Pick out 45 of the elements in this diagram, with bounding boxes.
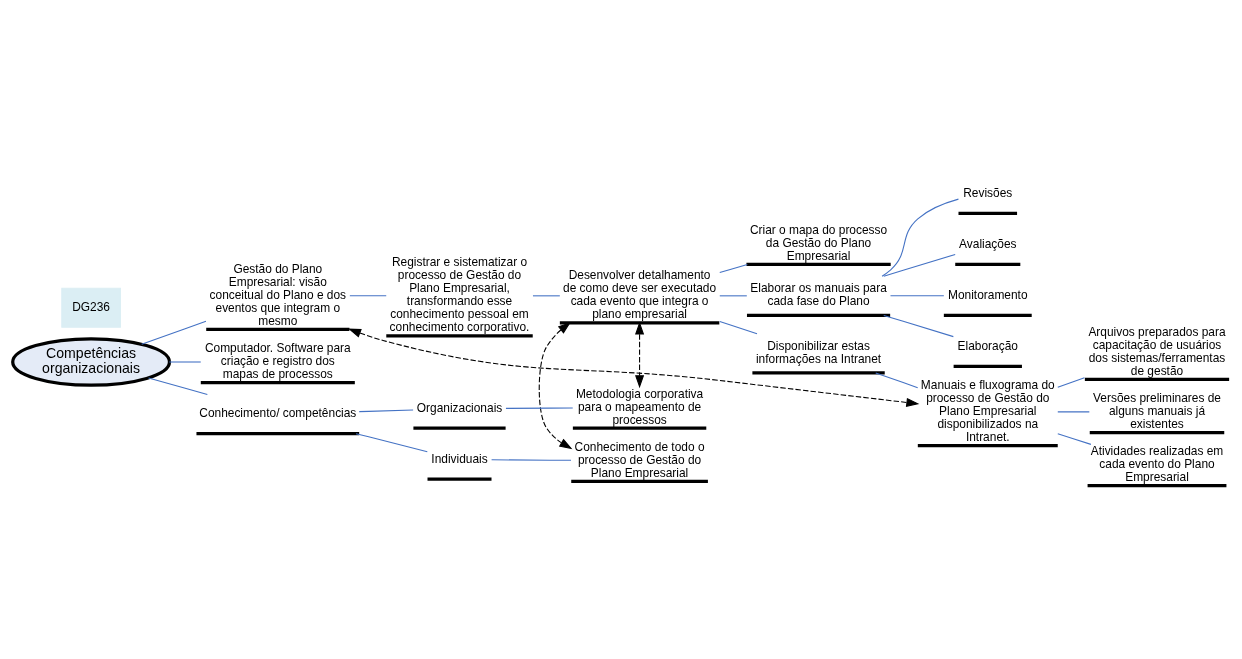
node-text: Gestão do Plano Empresarial: visão conceitual do Plano e dos eventos que integram o mesmo [209, 261, 347, 328]
node-text: Computador. Software para criação e registro dos mapas de processos [204, 340, 351, 381]
connector [148, 376, 208, 395]
node-text: Manuais e fluxograma do processo de Gestão do Plano Empresarial disponibilizados na Intranet. [920, 377, 1055, 444]
connector [883, 253, 956, 277]
node-text: Avaliações [959, 236, 1017, 251]
connector [719, 320, 758, 334]
node-text: Arquivos preparados para capacitação de usuários dos sistemas/ferramentas de gestão [1088, 324, 1226, 378]
node-text: Criar o mapa do processo da Gestão do Plano Empresarial [749, 222, 888, 263]
connector [719, 294, 748, 296]
connector [883, 314, 954, 337]
connector [1057, 432, 1092, 445]
node-ellipse: Competências organizacionais [11, 336, 172, 387]
node-text: Versões preliminares de alguns manuais já existentes [1093, 390, 1221, 431]
node-text: Metodologia corporativa para o mapeamento de processos [575, 386, 704, 427]
node-text: Monitoramento [948, 287, 1028, 302]
node-text: Conhecimento/ competências [199, 405, 357, 420]
node-text: Atividades realizadas em cada evento do Plano Empresarial [1090, 443, 1224, 484]
connector [141, 320, 207, 345]
connector [491, 458, 572, 461]
connector [1057, 376, 1085, 388]
connector [505, 406, 574, 409]
connector [532, 294, 561, 296]
node-text: Individuais [431, 451, 488, 466]
node-text: Conhecimento de todo o processo de Gestão do Plano Empresarial [574, 439, 705, 480]
label: DG236 [72, 299, 110, 314]
arrow [348, 328, 920, 407]
connector [349, 294, 387, 296]
connector [875, 371, 919, 388]
arrow [538, 321, 573, 449]
node-text: Registrar e sistematizar o processo de Gestão do Plano Empresarial, transformando esse conhecimento pessoal em conhecimento corporativo. [389, 254, 530, 334]
arrow [635, 321, 645, 388]
connector [1057, 410, 1090, 412]
connector [358, 408, 414, 412]
connector [889, 294, 945, 296]
node-text: Organizacionais [416, 400, 503, 415]
node-text: Desenvolver detalhamento de como deve ser executado cada evento que integra o plano empresarial [563, 267, 717, 321]
connector [881, 198, 959, 277]
node-text: Disponibilizar estas informações na Intranet [755, 338, 882, 366]
connector [168, 360, 202, 363]
connector [719, 263, 748, 273]
node-text: Elaborar os manuais para cada fase do Plano [750, 280, 887, 308]
connector [355, 432, 428, 452]
node-text: Elaboração [957, 338, 1018, 353]
node-text: Revisões [963, 185, 1013, 200]
